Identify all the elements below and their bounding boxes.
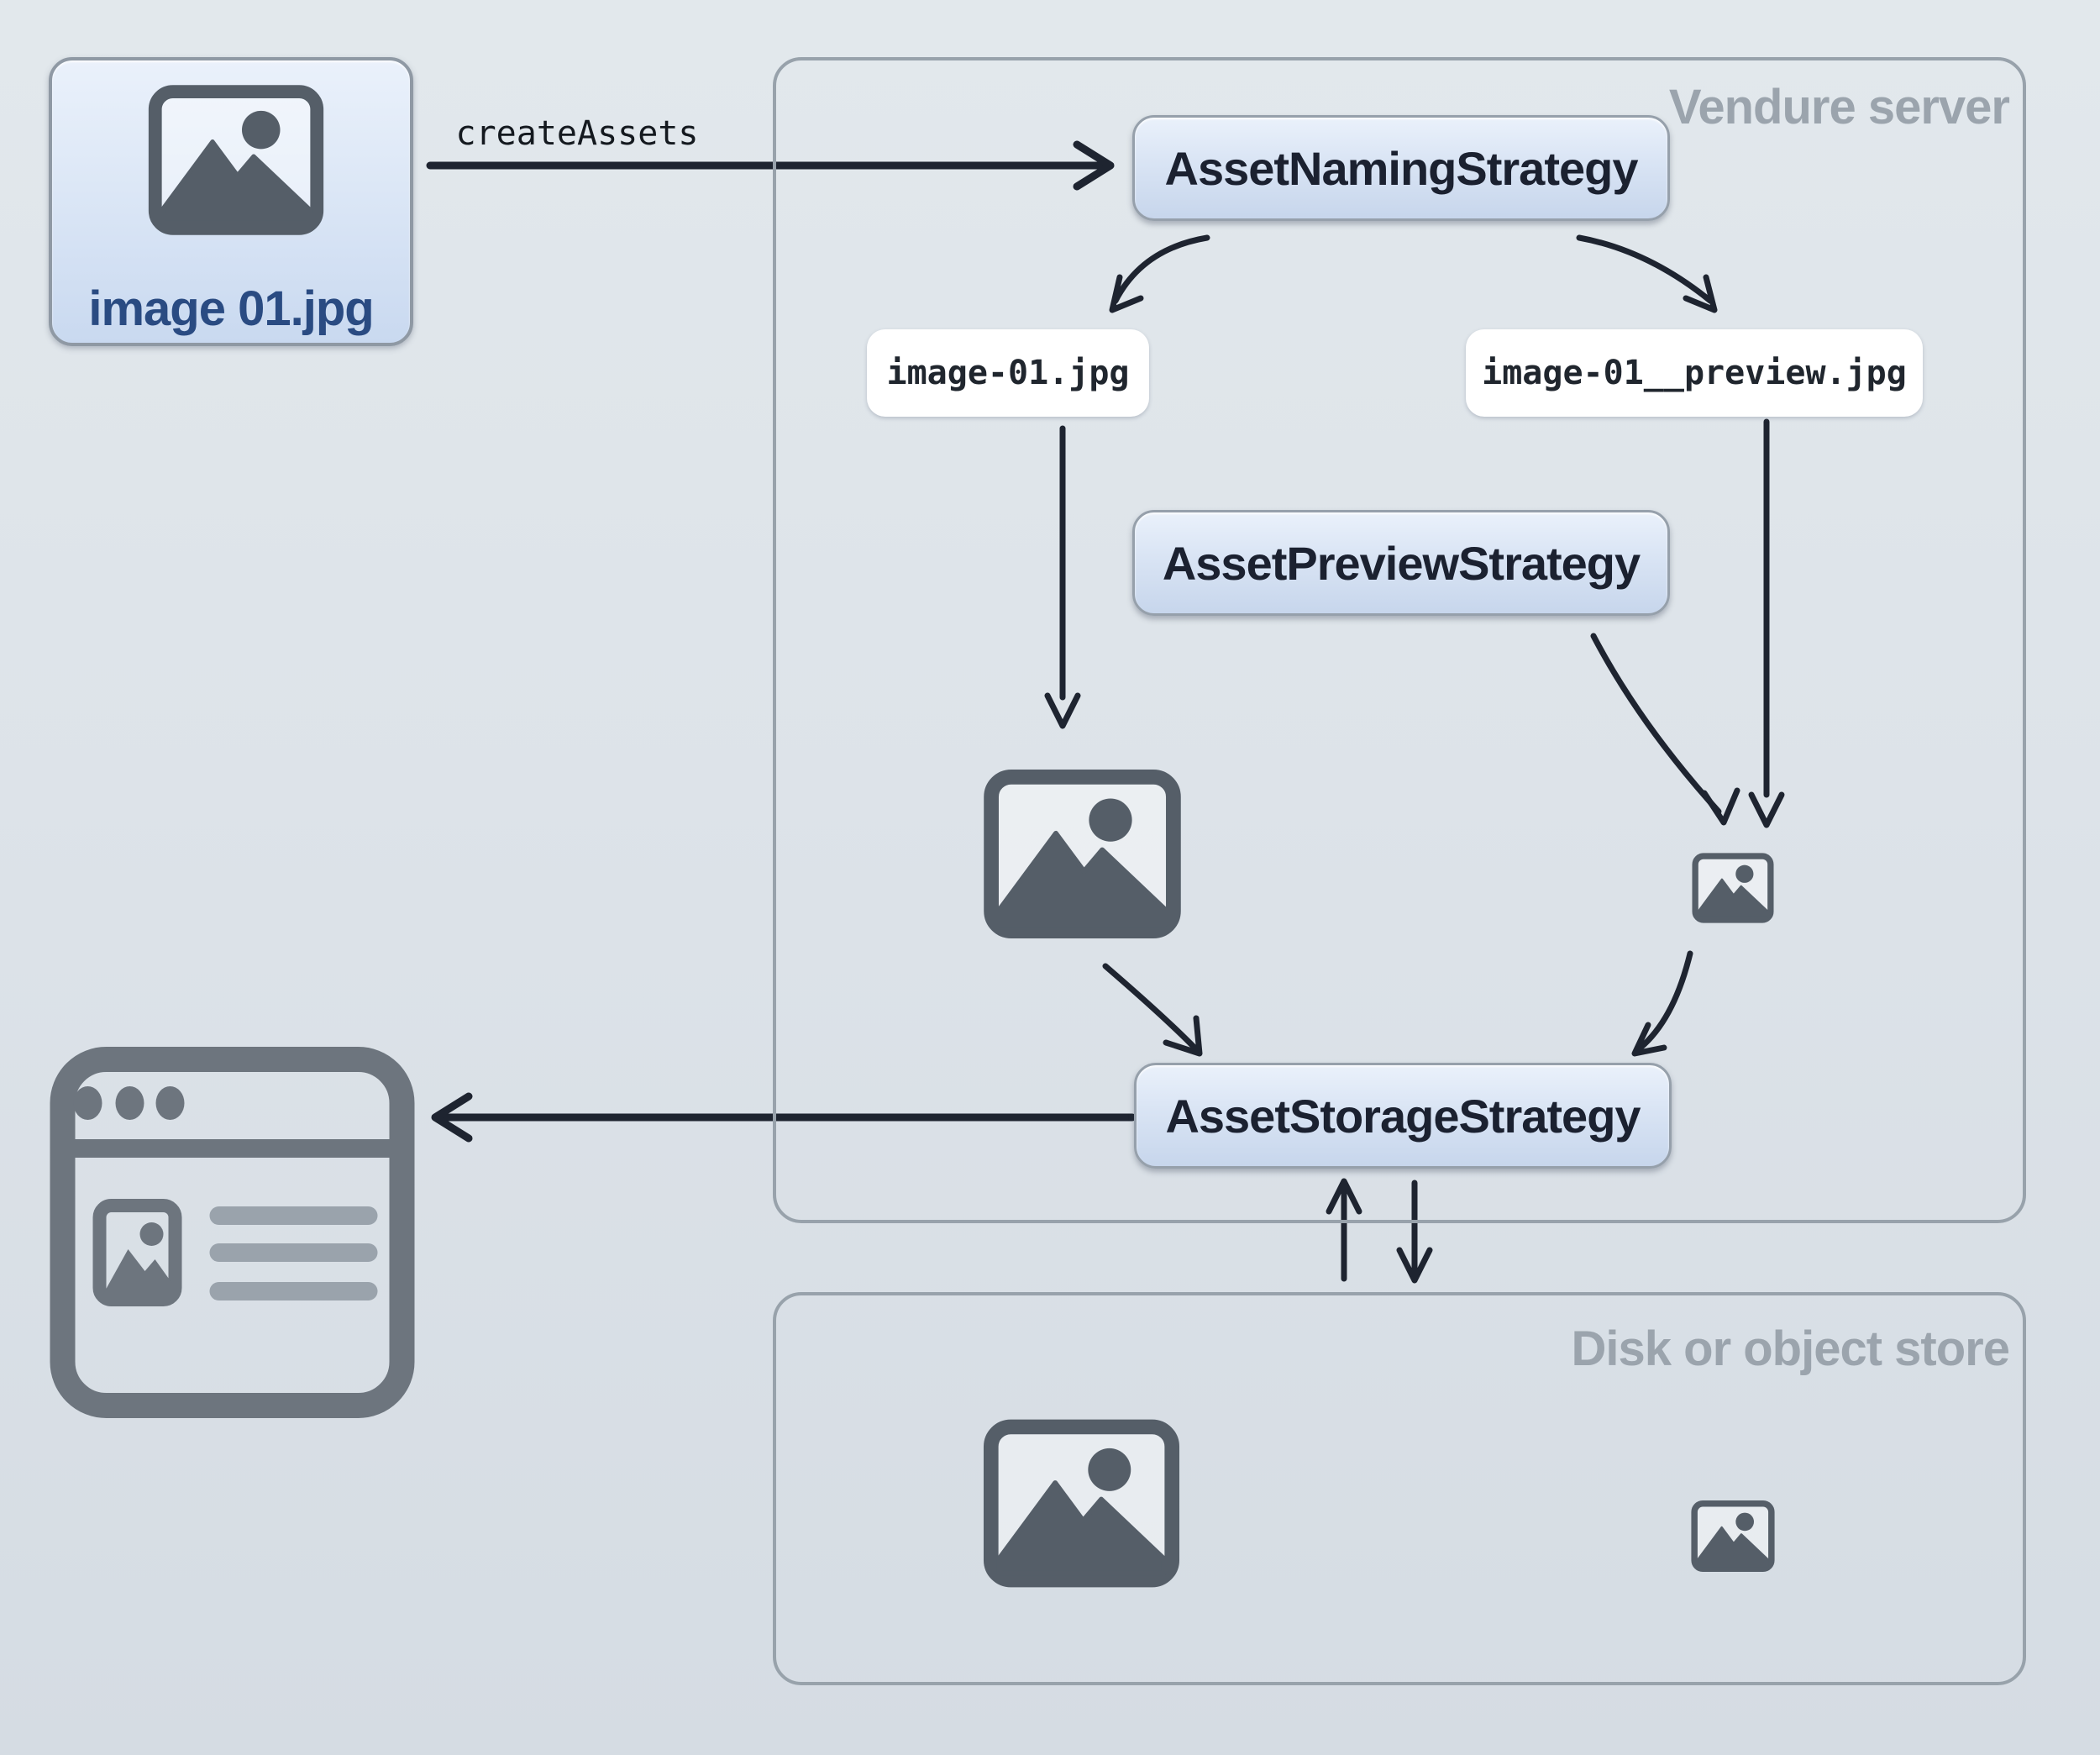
browser-thumb-photo-icon (92, 1199, 182, 1306)
asset-naming-strategy-box: AssetNamingStrategy (1132, 115, 1670, 221)
stored-image-icon (983, 1417, 1180, 1589)
browser-window-icon (50, 1047, 415, 1418)
create-assets-label: createAssets (455, 114, 699, 153)
asset-preview-strategy-box: AssetPreviewStrategy (1132, 510, 1670, 616)
original-filename-chip: image-01.jpg (867, 329, 1149, 417)
disk-store-panel: Disk or object store (773, 1292, 2026, 1685)
processed-image-icon (983, 769, 1182, 939)
source-image-card: image 01.jpg (49, 57, 413, 346)
source-image-filename: image 01.jpg (88, 281, 374, 336)
browser-text-lines (209, 1206, 378, 1300)
preview-thumbnail-icon (1691, 853, 1775, 923)
photo-icon (148, 83, 324, 237)
vendure-server-title: Vendure server (1668, 80, 2010, 134)
vendure-server-panel: Vendure server (773, 57, 2026, 1223)
disk-store-title: Disk or object store (1571, 1322, 2010, 1376)
stored-thumbnail-icon (1691, 1500, 1775, 1573)
preview-filename-chip: image-01__preview.jpg (1466, 329, 1923, 417)
asset-storage-strategy-box: AssetStorageStrategy (1134, 1063, 1672, 1169)
